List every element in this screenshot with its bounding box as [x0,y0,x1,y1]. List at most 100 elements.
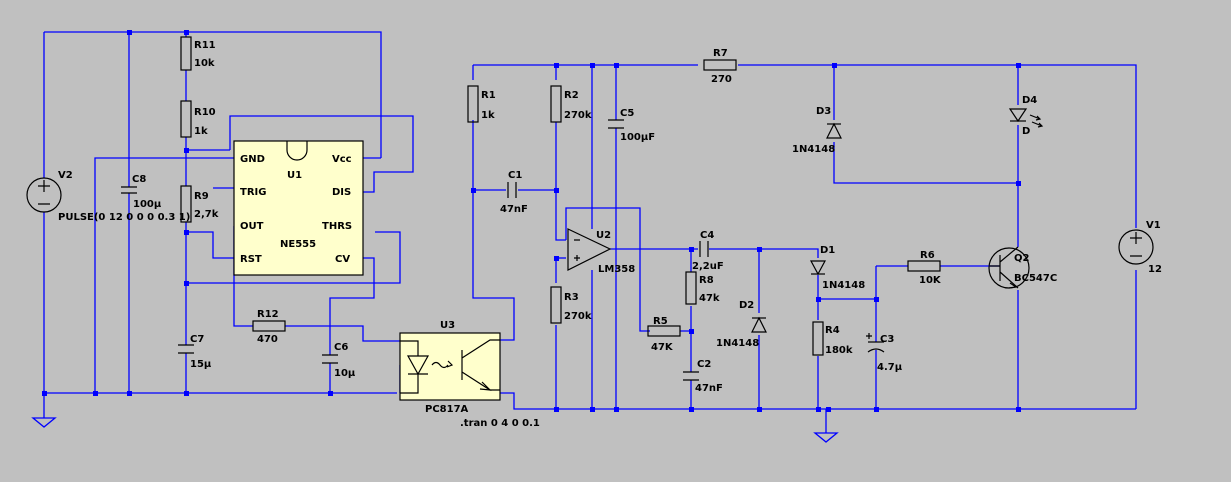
voltage-source-v2[interactable]: V2 PULSE(0 12 0 0 0 0.3 1) [26,170,190,223]
voltage-source-v1[interactable]: V1 12 [1118,220,1162,275]
u1-pin-gnd: GND [240,154,265,165]
resistor-r1[interactable]: R1 1k [467,85,496,123]
u1-pin-vcc: Vcc [332,154,352,165]
c1-value: 47nF [500,204,528,215]
c7-label: C7 [190,334,204,345]
resistor-r3[interactable]: R3 270k [550,286,592,324]
r7-value: 270 [711,74,732,85]
r9-label: R9 [194,191,209,202]
resistor-r7[interactable]: R7 270 [703,48,737,85]
v1-value: 12 [1148,264,1162,275]
r3-value: 270k [564,311,592,322]
ground-symbol[interactable] [813,409,839,443]
d2-label: D2 [739,300,754,311]
q2-label: Q2 [1014,253,1030,264]
u1-pin-thrs: THRS [322,221,352,232]
capacitor-c4[interactable]: C4 2,2uF [692,230,724,272]
junctions [42,30,1021,412]
diode-d2[interactable]: D2 1N4148 [716,300,767,349]
d4-label: D4 [1022,95,1037,106]
r12-value: 470 [257,334,278,345]
c1-label: C1 [508,170,522,181]
capacitor-c1[interactable]: C1 47nF [500,170,528,215]
r11-value: 10k [194,58,215,69]
capacitor-c3[interactable]: C3 4.7µ [866,333,903,373]
wires [43,31,1137,418]
optocoupler-u3[interactable]: U3 PC817A [399,320,501,415]
r5-label: R5 [653,316,668,327]
r9-value: 2,7k [194,209,219,220]
c6-value: 10µ [334,368,356,379]
r8-label: R8 [699,275,714,286]
spice-directive[interactable]: .tran 0 4 0 0.1 [460,418,540,429]
resistor-r12[interactable]: R12 470 [252,309,286,345]
v2-label: V2 [58,170,73,181]
c2-value: 47nF [695,383,723,394]
r6-label: R6 [920,250,935,261]
u3-part: PC817A [425,404,469,415]
u1-pin-rst: RST [240,254,262,265]
u1-pin-trig: TRIG [240,187,266,198]
d1-value: 1N4148 [822,280,865,291]
u1-label: U1 [287,170,302,181]
diode-d3[interactable]: D3 1N4148 [792,106,842,155]
u1-pin-dis: DIS [332,187,351,198]
c2-label: C2 [697,359,711,370]
led-d4[interactable]: D4 D [1008,95,1044,137]
capacitor-c2[interactable]: C2 47nF [683,359,723,394]
d3-label: D3 [816,106,831,117]
resistor-r10[interactable]: R10 1k [180,100,216,138]
d1-label: D1 [820,245,835,256]
d4-value: D [1022,126,1030,137]
r2-label: R2 [564,90,579,101]
c3-value: 4.7µ [877,362,903,373]
u1-part: NE555 [280,239,316,250]
r1-value: 1k [481,110,495,121]
u1-pin-out: OUT [240,221,264,232]
capacitor-c6[interactable]: C6 10µ [322,342,356,379]
u1-pin-cv: CV [335,254,350,265]
r3-label: R3 [564,292,579,303]
r10-value: 1k [194,126,208,137]
opamp-u2-lm358[interactable]: U2 LM358 [567,228,635,275]
c6-label: C6 [334,342,348,353]
r4-value: 180k [825,345,853,356]
resistor-r2[interactable]: R2 270k [550,85,592,123]
ground-symbol[interactable] [31,417,57,428]
c4-label: C4 [700,230,714,241]
v1-label: V1 [1146,220,1161,231]
r5-value: 47K [651,342,674,353]
r4-label: R4 [825,325,840,336]
r2-value: 270k [564,110,592,121]
resistor-r9[interactable]: R9 2,7k [180,185,219,223]
c5-label: C5 [620,108,634,119]
u2-label: U2 [596,230,611,241]
r8-value: 47k [699,293,720,304]
resistor-r4[interactable]: R4 180k [812,321,853,356]
capacitor-c8[interactable]: C8 100µ [121,174,162,210]
resistor-r5[interactable]: R5 47K [647,316,681,353]
r12-label: R12 [257,309,279,320]
c8-label: C8 [132,174,146,185]
c5-value: 100µF [620,132,655,143]
capacitor-c5[interactable]: C5 100µF [608,108,655,143]
c4-value: 2,2uF [692,261,724,272]
capacitor-c7[interactable]: C7 15µ [178,334,212,370]
r10-label: R10 [194,107,216,118]
d2-value: 1N4148 [716,338,759,349]
v2-value: PULSE(0 12 0 0 0 0.3 1) [58,212,190,223]
resistor-r8[interactable]: R8 47k [685,271,720,305]
transistor-q2[interactable]: Q2 BC547C [988,246,1057,289]
ic-u1-ne555[interactable]: U1 NE555 GND TRIG OUT RST Vcc DIS THRS C… [233,140,364,276]
resistor-r11[interactable]: R11 10k [180,36,216,71]
c3-label: C3 [880,334,894,345]
diode-d1[interactable]: D1 1N4148 [809,245,865,291]
r7-label: R7 [713,48,728,59]
r11-label: R11 [194,40,216,51]
resistor-r6[interactable]: R6 10K [907,250,942,286]
d3-value: 1N4148 [792,144,835,155]
r6-value: 10K [919,275,942,286]
c8-value: 100µ [133,199,162,210]
u3-label: U3 [440,320,455,331]
